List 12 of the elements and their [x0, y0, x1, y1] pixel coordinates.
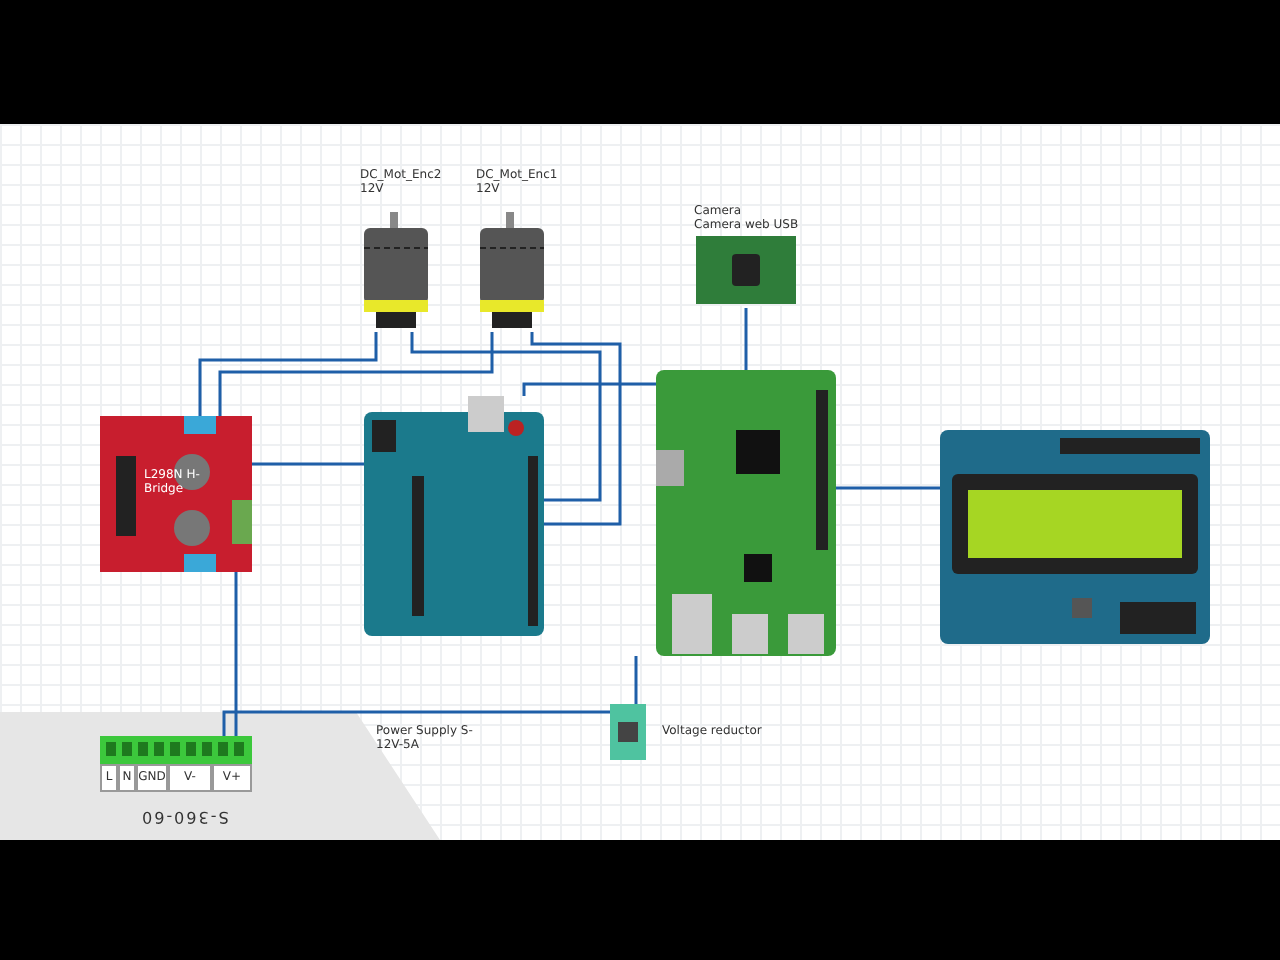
wire — [198, 332, 378, 416]
wire — [836, 486, 940, 490]
wire — [634, 656, 638, 704]
wire — [744, 308, 748, 370]
wire — [218, 332, 494, 416]
wire — [530, 332, 622, 526]
wire — [410, 332, 602, 502]
model-number: S-360-60 — [140, 808, 229, 826]
wire — [522, 382, 656, 396]
wire — [222, 710, 610, 736]
wire — [234, 572, 238, 736]
wire — [252, 462, 364, 466]
